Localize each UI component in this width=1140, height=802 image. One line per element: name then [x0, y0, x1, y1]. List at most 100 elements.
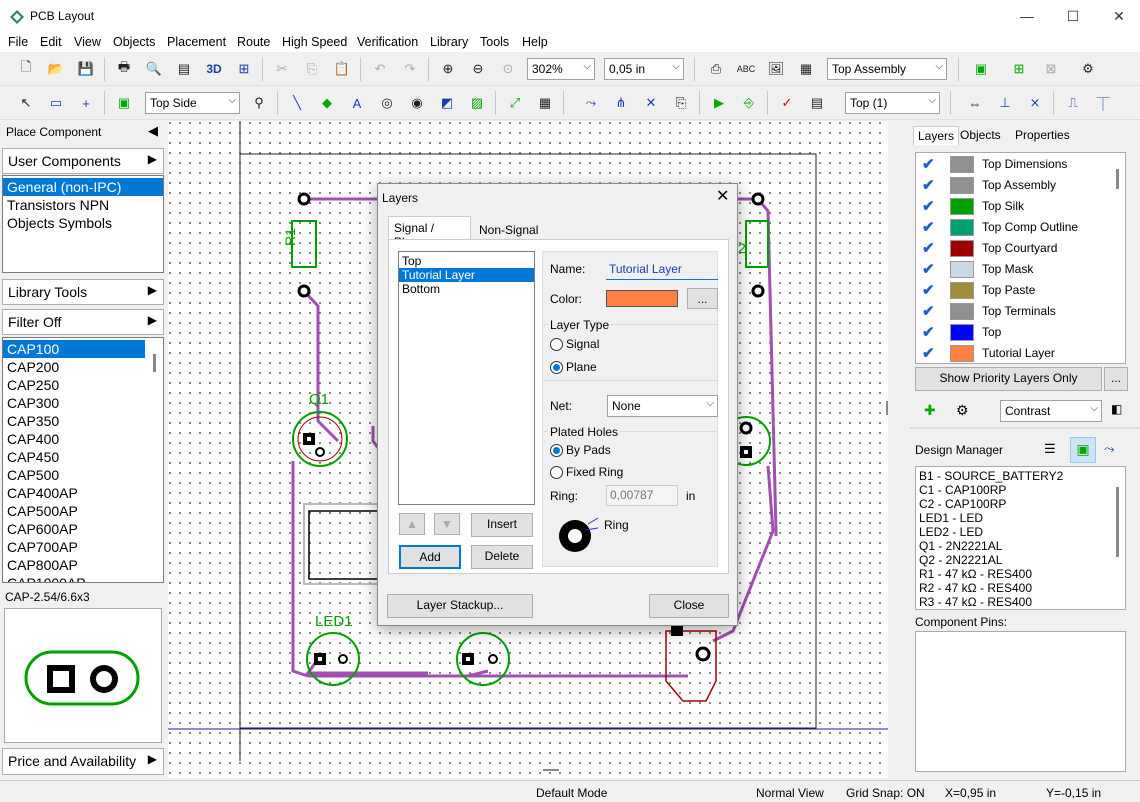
close-icon[interactable]: ✕: [716, 188, 730, 205]
check-icon[interactable]: ✔: [922, 303, 935, 320]
check-icon[interactable]: ✔: [922, 345, 935, 362]
list-item[interactable]: CAP350: [7, 413, 60, 429]
list-item[interactable]: CAP300: [7, 395, 60, 411]
list-item[interactable]: Bottom: [402, 282, 441, 296]
signal-icon[interactable]: ⎍: [1068, 95, 1078, 110]
table-icon[interactable]: ▦: [538, 95, 552, 110]
polygon-icon[interactable]: ◩: [440, 95, 454, 110]
cut-icon[interactable]: ✂: [276, 61, 288, 76]
check-icon[interactable]: ✔: [922, 177, 935, 194]
pad-icon[interactable]: ◆: [322, 95, 332, 110]
layer-settings-icon[interactable]: ⚙: [956, 402, 969, 418]
tab-properties[interactable]: Properties: [1015, 128, 1070, 142]
pointer-icon[interactable]: ↖: [20, 95, 32, 110]
list-item[interactable]: B1 - SOURCE_BATTERY2: [919, 469, 1064, 483]
close-window-button[interactable]: ✕: [1113, 7, 1125, 24]
autoroute-icon[interactable]: ⎆: [743, 95, 755, 110]
ring-field[interactable]: 0,00787: [606, 485, 678, 506]
vertical-splitter[interactable]: [888, 121, 910, 778]
layer-row[interactable]: ✔Top Terminals: [916, 301, 1111, 322]
library-icon[interactable]: ▣: [974, 61, 988, 76]
tab-non-signal[interactable]: Non-Signal: [479, 223, 539, 237]
contrast-combo[interactable]: Contrast⌵: [1000, 400, 1102, 422]
layer-row[interactable]: ✔Top Dimensions: [916, 154, 1111, 175]
list-item[interactable]: LED1 - LED: [919, 511, 984, 525]
list-item[interactable]: Q2 - 2N2221AL: [919, 553, 1003, 567]
list-item[interactable]: CAP1000AP: [7, 575, 86, 583]
3d-view-icon[interactable]: 3D: [206, 62, 222, 76]
layer-swatch[interactable]: [950, 282, 974, 299]
drc-icon[interactable]: ✓: [781, 95, 793, 110]
parts-list[interactable]: CAP100 CAP200 CAP250 CAP300 CAP350 CAP40…: [2, 337, 164, 583]
list-item[interactable]: CAP400: [7, 431, 60, 447]
layer-swatch[interactable]: [950, 324, 974, 341]
layer-row[interactable]: ✔Top Mask: [916, 259, 1111, 280]
qr-code-icon[interactable]: ▦: [799, 61, 813, 76]
drc-report-icon[interactable]: ▤: [810, 95, 824, 110]
layer-swatch[interactable]: [950, 198, 974, 215]
scrollbar-thumb[interactable]: [1116, 169, 1119, 189]
component-edit-icon[interactable]: ⊠: [1045, 61, 1057, 76]
minimize-button[interactable]: —: [1020, 8, 1034, 24]
properties-icon[interactable]: ⎙: [710, 61, 722, 76]
clipboard-icon[interactable]: ⎘: [675, 95, 687, 110]
via-icon[interactable]: ◎: [381, 95, 393, 110]
run-icon[interactable]: ▶: [714, 95, 724, 110]
zoom-fit-icon[interactable]: ⊙: [502, 61, 514, 76]
layer-list[interactable]: Top Tutorial Layer Bottom: [398, 251, 535, 505]
zoom-in-icon[interactable]: ⊕: [442, 61, 454, 76]
color-swatch[interactable]: [606, 290, 678, 307]
show-priority-button[interactable]: Show Priority Layers Only: [915, 367, 1102, 391]
panelize-icon[interactable]: ⊞: [238, 61, 250, 76]
list-item[interactable]: C1 - CAP100RP: [919, 483, 1007, 497]
name-field[interactable]: Tutorial Layer: [606, 258, 718, 280]
layer-row[interactable]: ✔Top Courtyard: [916, 238, 1111, 259]
nets-view-icon[interactable]: ⤳: [1104, 441, 1115, 456]
layer-stackup-button[interactable]: Layer Stackup...: [387, 594, 533, 618]
by-pads-radio[interactable]: [550, 444, 563, 457]
list-item[interactable]: R1 - 47 kΩ - RES400: [919, 567, 1033, 581]
print-preview-icon[interactable]: 🔍: [145, 61, 163, 76]
menu-tools[interactable]: Tools: [480, 35, 510, 49]
list-item[interactable]: Top: [402, 254, 422, 268]
binoculars-icon[interactable]: ⚲: [254, 95, 264, 110]
select-area-icon[interactable]: ▭: [49, 95, 63, 110]
save-icon[interactable]: 💾: [77, 61, 95, 76]
layer-swatch[interactable]: [950, 219, 974, 236]
menu-help[interactable]: Help: [522, 35, 548, 49]
menu-edit[interactable]: Edit: [40, 35, 62, 49]
check-icon[interactable]: ✔: [922, 261, 935, 278]
hole-icon[interactable]: ◉: [411, 95, 423, 110]
components-view-icon[interactable]: ▣: [1070, 437, 1096, 463]
dimension-icon[interactable]: ⤢: [509, 95, 521, 110]
undo-icon[interactable]: ↶: [374, 61, 386, 76]
delete-button[interactable]: Delete: [471, 545, 533, 569]
list-item[interactable]: General (non-IPC): [3, 178, 163, 196]
spellcheck-icon[interactable]: ABC: [736, 64, 756, 74]
list-item[interactable]: CAP800AP: [7, 557, 78, 573]
text-icon[interactable]: A: [352, 95, 362, 111]
list-item[interactable]: CAP500: [7, 467, 60, 483]
layer-swatch[interactable]: [950, 261, 974, 278]
layer-swatch[interactable]: [950, 303, 974, 320]
menu-library[interactable]: Library: [430, 35, 469, 49]
check-icon[interactable]: ✔: [922, 219, 935, 236]
zoom-out-icon[interactable]: ⊖: [472, 61, 484, 76]
scrollbar-thumb[interactable]: [1116, 487, 1119, 557]
list-item[interactable]: CAP200: [7, 359, 60, 375]
fanout-icon[interactable]: ⋔: [615, 95, 627, 110]
close-button[interactable]: Close: [649, 594, 729, 618]
components-list[interactable]: B1 - SOURCE_BATTERY2 C1 - CAP100RP C2 - …: [915, 466, 1126, 610]
layer-swatch[interactable]: [950, 156, 974, 173]
check-icon[interactable]: ✔: [922, 324, 935, 341]
library-tools-header[interactable]: Library Tools▶: [2, 279, 164, 305]
layer-row[interactable]: ✔Tutorial Layer: [916, 343, 1111, 363]
component-place-icon[interactable]: ▣: [117, 95, 131, 110]
filter-header[interactable]: Filter Off▶: [2, 309, 164, 335]
scrollbar-thumb[interactable]: [153, 354, 156, 372]
unroute-icon[interactable]: ✕: [645, 95, 657, 110]
more-options-button[interactable]: ...: [1104, 367, 1128, 391]
color-picker-button[interactable]: ...: [687, 288, 718, 309]
menu-file[interactable]: File: [8, 35, 29, 49]
list-item[interactable]: Tutorial Layer: [399, 268, 534, 282]
